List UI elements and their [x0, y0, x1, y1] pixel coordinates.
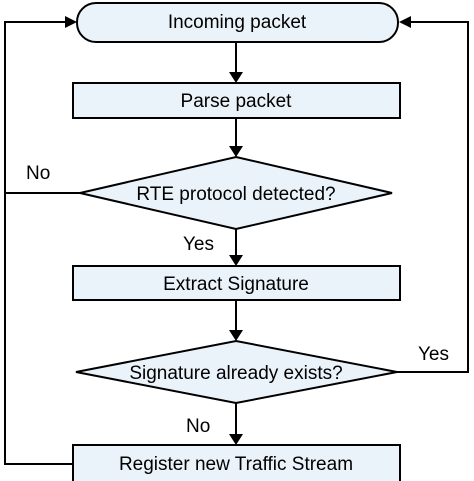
- arrowhead-signature-yes-loop: [399, 16, 411, 28]
- node-signature-exists: Signature already exists?: [75, 339, 398, 405]
- decision-shape: [79, 155, 393, 231]
- arrowhead-register: [229, 434, 243, 445]
- terminal-shape: [76, 2, 399, 43]
- node-rte-detected: RTE protocol detected?: [79, 155, 393, 231]
- node-parse-packet: Parse packet: [72, 82, 401, 119]
- label-signature-no: No: [186, 416, 210, 437]
- process-shape: [72, 82, 401, 119]
- node-rte-detected-label: RTE protocol detected?: [136, 184, 335, 205]
- arrowhead-signature: [229, 330, 243, 341]
- node-parse-packet-label: Parse packet: [181, 91, 293, 112]
- node-extract-signature-label: Extract Signature: [163, 274, 309, 295]
- edge-signature-yes-loop: [397, 21, 469, 373]
- label-signature-yes: Yes: [418, 344, 449, 365]
- node-incoming-packet: Incoming packet: [76, 2, 399, 43]
- decision-shape: [75, 339, 398, 405]
- arrowhead-rte-no-loop: [65, 16, 77, 28]
- node-incoming-packet-label: Incoming packet: [168, 12, 307, 33]
- arrowhead-extract: [229, 255, 243, 266]
- node-extract-signature: Extract Signature: [72, 265, 401, 301]
- label-rte-no: No: [26, 163, 50, 184]
- arrowhead-parse: [229, 72, 243, 83]
- label-rte-yes: Yes: [183, 234, 214, 255]
- edge-register-loop: [4, 193, 73, 465]
- process-shape: [72, 265, 401, 301]
- edge-rte-no-loop: [4, 21, 80, 194]
- node-signature-exists-label: Signature already exists?: [129, 363, 342, 384]
- process-shape: [72, 444, 401, 481]
- arrowhead-rte: [229, 146, 243, 157]
- node-register-stream: Register new Traffic Stream: [72, 444, 401, 481]
- node-register-stream-label: Register new Traffic Stream: [119, 454, 353, 475]
